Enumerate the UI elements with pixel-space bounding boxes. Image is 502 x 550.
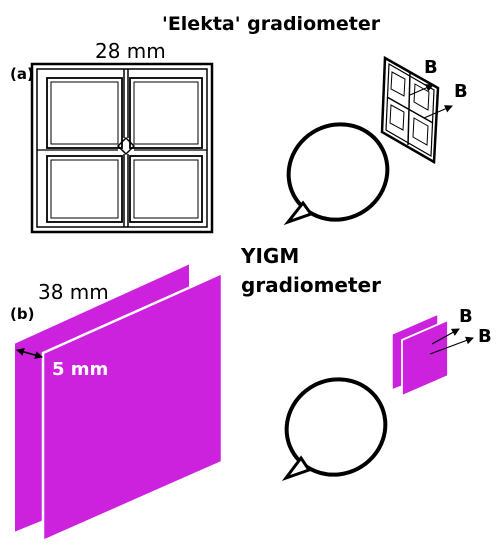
elekta-dimension-label: 28 mm xyxy=(95,39,166,63)
yigm-gap-label: 5 mm xyxy=(52,359,108,380)
panel-b-label: (b) xyxy=(10,305,34,323)
field-arrow-elekta-2 xyxy=(423,105,453,119)
head-outline-bottom xyxy=(281,377,388,482)
field-b-label-elekta-2: B xyxy=(454,81,468,102)
field-arrow-elekta-1 xyxy=(409,84,434,96)
field-b-label-yigm-1: B xyxy=(459,306,473,327)
elekta-sensor-chip xyxy=(30,62,214,234)
gap-dimension-arrow xyxy=(16,348,43,359)
field-b-label-yigm-2: B xyxy=(478,326,492,347)
yigm-title-line1: YIGM xyxy=(240,244,299,268)
elekta-sensor-small xyxy=(380,55,440,165)
field-arrow-yigm-2 xyxy=(429,336,474,355)
yigm-title-line2: gradiometer xyxy=(241,273,381,297)
field-b-label-elekta-1: B xyxy=(424,57,438,78)
yigm-sensor-small xyxy=(391,312,449,398)
elekta-title: 'Elekta' gradiometer xyxy=(162,13,381,35)
yigm-dimension-label: 38 mm xyxy=(38,280,109,304)
panel-a-label: (a) xyxy=(10,65,34,83)
head-outline-top xyxy=(283,122,390,226)
field-arrow-yigm-1 xyxy=(431,328,460,345)
yigm-plate-front xyxy=(41,271,224,543)
